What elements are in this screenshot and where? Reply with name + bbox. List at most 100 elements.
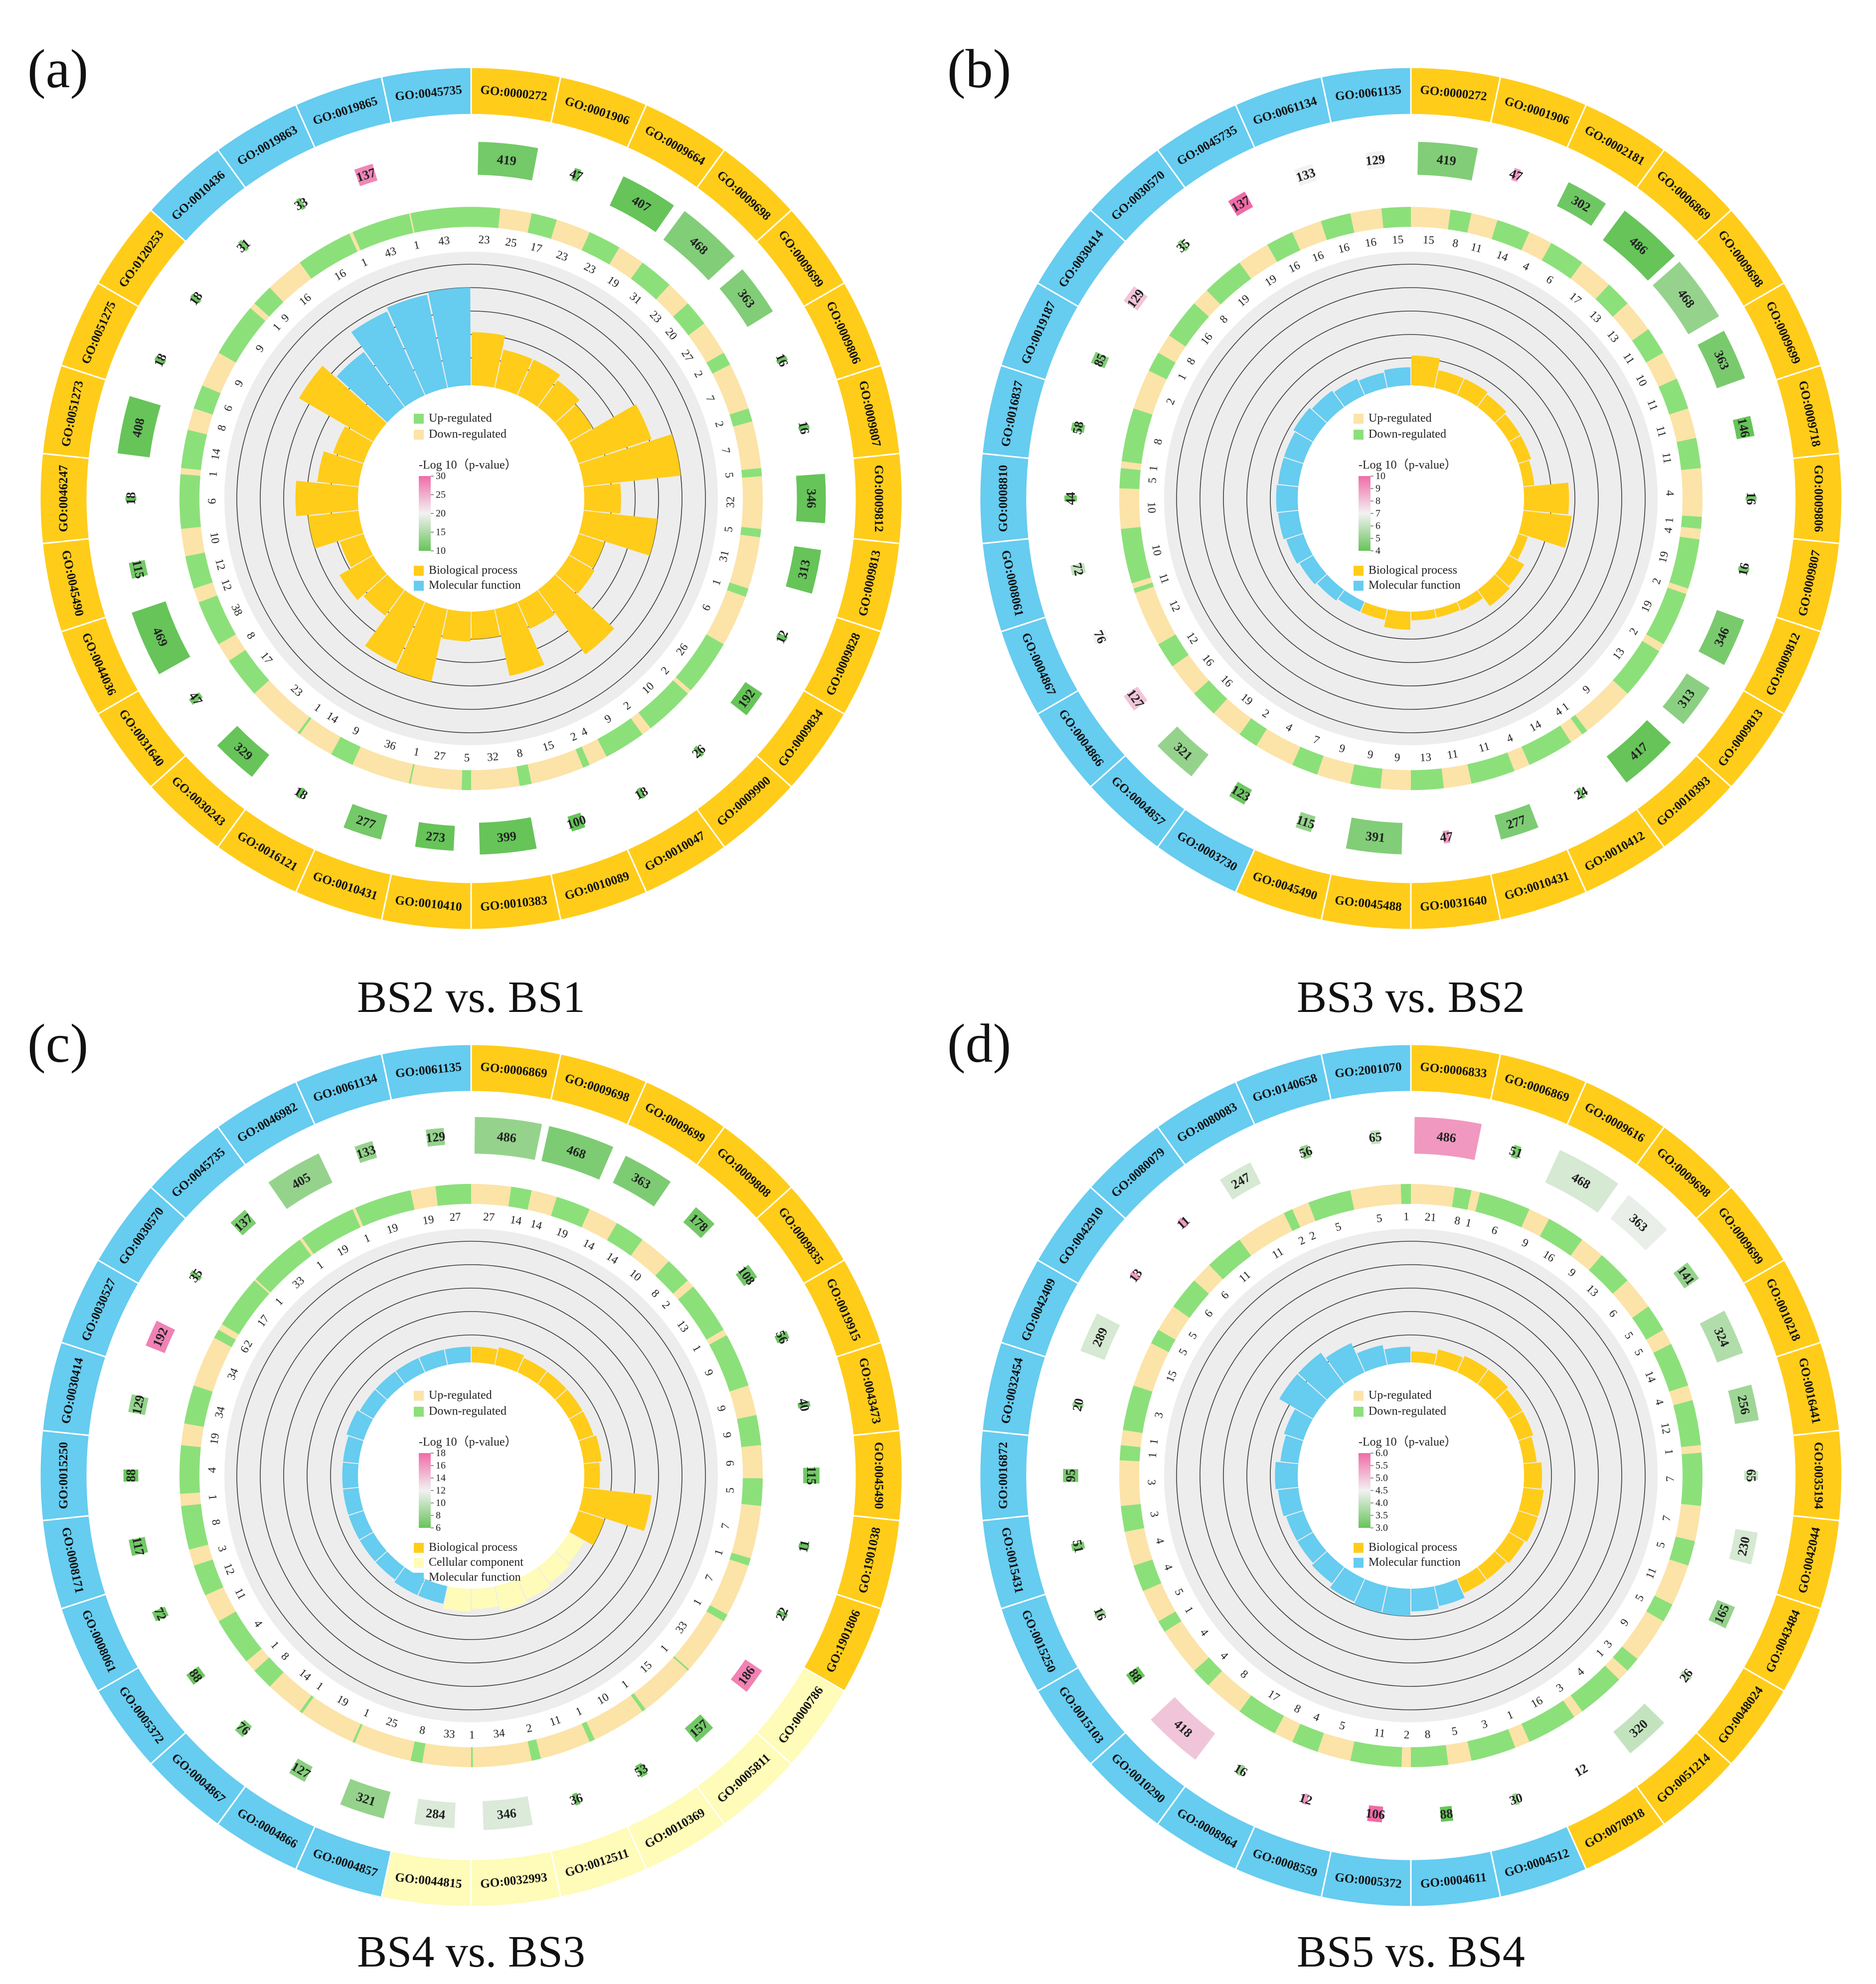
- down-regulated-segment: [1570, 1665, 1619, 1712]
- gene-count-block: [1178, 1217, 1189, 1228]
- down-count-label: 4: [1312, 1710, 1322, 1724]
- gene-count-block: [803, 1467, 820, 1484]
- down-count-label: 17: [1266, 1687, 1282, 1704]
- down-count-label: 16: [1529, 1694, 1544, 1710]
- up-regulated-segment: [193, 1337, 232, 1392]
- gene-count-block: [188, 692, 203, 705]
- down-regulated-segment: [1123, 1385, 1153, 1433]
- legend-pvalue-title: -Log 10（p-value）: [1359, 1436, 1457, 1449]
- up-count-label: 5: [1186, 1329, 1199, 1341]
- enrichment-bar: [1275, 1462, 1300, 1489]
- gene-count-label: 419: [1436, 152, 1457, 168]
- legend-up-label: Up-regulated: [1368, 1389, 1432, 1402]
- gene-count-block: [776, 1610, 788, 1619]
- gene-count-label: 16: [796, 420, 813, 435]
- down-count-label: 5: [1622, 1329, 1636, 1341]
- grid-circle: [1223, 1288, 1599, 1663]
- enrichment-bar: [308, 510, 364, 549]
- gene-count-block: [1511, 167, 1522, 182]
- up-count-label: 16: [332, 267, 348, 283]
- down-regulated-segment: [1400, 1184, 1411, 1204]
- up-count-label: 1: [690, 1343, 703, 1354]
- up-count-label: 2: [660, 1299, 673, 1311]
- down-regulated-segment: [180, 468, 201, 476]
- down-count-label: 12: [221, 1561, 237, 1576]
- down-regulated-segment: [1133, 1559, 1162, 1591]
- down-regulated-segment: [1350, 1741, 1402, 1767]
- gene-count-block: [798, 1543, 810, 1550]
- down-count-label: 14: [604, 1250, 621, 1267]
- down-count-label: 7: [1312, 733, 1322, 746]
- down-regulated-segment: [1149, 352, 1176, 380]
- down-regulated-segment: [218, 1611, 262, 1661]
- up-count-label: 21: [1424, 1210, 1437, 1224]
- gene-count-block: [1576, 1764, 1586, 1776]
- up-count-label: 11: [1270, 1245, 1286, 1261]
- down-regulated-segment: [1467, 752, 1515, 784]
- enrichment-bar: [1522, 1462, 1542, 1489]
- gradient-tick-label: 18: [436, 1448, 446, 1459]
- up-count-label: 2: [692, 368, 705, 379]
- up-count-label: 11: [1470, 240, 1484, 255]
- gene-count-block: [217, 726, 270, 777]
- gradient-tick-label: 10: [436, 545, 446, 556]
- down-count-label: 1: [1175, 371, 1189, 382]
- down-count-label: 1: [1146, 1452, 1159, 1458]
- down-regulated-segment: [1541, 243, 1582, 279]
- down-regulated-segment: [181, 526, 205, 557]
- gene-count-block: [730, 682, 763, 715]
- down-count-label: 4: [1218, 1649, 1231, 1662]
- up-count-label: 9: [253, 342, 267, 354]
- enrichment-bar: [471, 1585, 499, 1609]
- down-count-label: 8: [1151, 438, 1165, 446]
- up-count-label: 38: [229, 602, 245, 618]
- up-count-label: 2: [568, 730, 578, 744]
- down-count-label: 36: [383, 737, 398, 753]
- up-regulated-segment: [1681, 468, 1703, 517]
- up-regulated-segment: [1158, 1306, 1190, 1340]
- gene-count-block: [1236, 1764, 1245, 1776]
- gradient-tick-label: 6: [436, 1522, 441, 1533]
- legend-up-label: Up-regulated: [1368, 412, 1432, 425]
- down-regulated-segment: [193, 582, 217, 603]
- gene-count-block: [1063, 1469, 1078, 1483]
- grid-circle: [236, 264, 706, 733]
- down-regulated-segment: [1292, 746, 1324, 775]
- legend-bp-label: Biological process: [429, 1541, 517, 1554]
- gene-count-label: 133: [1294, 165, 1317, 185]
- up-count-label: 1: [412, 745, 421, 759]
- gene-count-label: 47: [568, 166, 585, 184]
- go-term-label: GO:0009806: [1812, 465, 1825, 532]
- down-regulated-segment: [1151, 1329, 1176, 1352]
- down-count-label: 14: [1527, 718, 1543, 734]
- down-count-label: 25: [505, 235, 518, 249]
- down-count-label: 4: [1574, 1665, 1586, 1678]
- up-count-label: 2: [713, 420, 726, 429]
- legend-mf-swatch: [1354, 581, 1364, 591]
- gene-count-block: [1294, 164, 1317, 186]
- down-regulated-segment: [300, 1695, 314, 1713]
- gene-count-label: 35: [1174, 236, 1193, 255]
- down-regulated-segment: [1239, 1695, 1284, 1734]
- down-count-label: 23: [554, 248, 569, 263]
- legend-down-swatch: [414, 430, 424, 440]
- gene-count-block: [1745, 496, 1757, 501]
- up-count-label: 8: [515, 746, 523, 760]
- up-regulated-segment: [1570, 262, 1609, 300]
- enrichment-bar: [343, 1436, 364, 1464]
- gradient-tick-label: 10: [1375, 471, 1385, 482]
- up-regulated-segment: [1132, 577, 1153, 589]
- up-regulated-segment: [354, 1724, 415, 1761]
- enrichment-bar: [1312, 390, 1345, 423]
- down-regulated-segment: [179, 1445, 201, 1494]
- gene-count-block: [1091, 629, 1109, 645]
- down-count-label: 5: [1654, 1540, 1668, 1549]
- legend-bp-swatch: [1354, 566, 1364, 576]
- enrichment-bar: [578, 1488, 652, 1531]
- legend-pvalue-title: -Log 10（p-value）: [419, 459, 517, 472]
- gene-count-label: 127: [1124, 686, 1147, 711]
- gene-count-block: [1698, 331, 1745, 388]
- gene-count-block: [1732, 416, 1755, 440]
- gene-count-label: 33: [292, 194, 310, 213]
- gene-count-label: 58: [1070, 420, 1087, 435]
